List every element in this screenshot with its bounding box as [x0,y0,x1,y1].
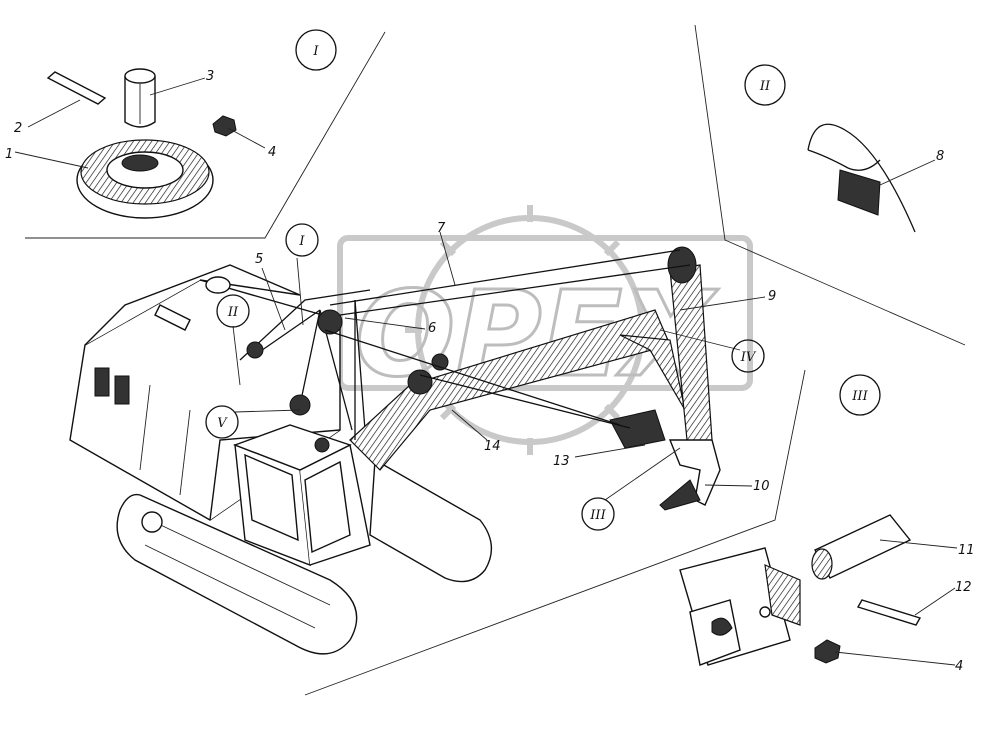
callout-11: 11 [958,543,975,558]
callout-5: 5 [255,252,263,267]
crawler-tracks [116,458,493,655]
roman-marker-iii-main: III [589,508,606,523]
callout-9: 9 [768,289,776,304]
roman-marker-i-main: I [298,234,305,249]
inset-dividers [25,24,966,696]
callout-2: 2 [14,121,22,136]
operator-cab [233,424,371,567]
roller-part-11 [811,514,912,580]
callout-3: 3 [206,69,214,84]
callout-10: 10 [753,479,770,494]
roman-markers: I II III I II IV V III [205,29,881,531]
callout-4-top: 4 [268,145,276,160]
bolt-part-4-top [212,115,237,137]
roman-marker-iv-main: IV [740,350,757,365]
hoist-ropes [324,249,691,440]
inset-iii-parts [679,514,922,666]
roman-marker-v-main: V [217,416,228,431]
plate-bracket [679,547,801,666]
callout-8: 8 [936,149,944,164]
roman-marker-i-inset: I [312,44,319,59]
callout-12: 12 [955,580,972,595]
leader-lines [14,77,958,666]
callout-numbers: 2 1 3 4 5 6 7 8 9 10 11 12 13 14 4 [5,69,975,674]
ripper-tooth [659,439,721,511]
callout-6: 6 [428,321,436,336]
roman-marker-ii-inset: II [759,79,771,94]
pulley-part-1 [76,139,214,219]
inset-ii-parts [807,123,916,233]
vent-grilles [94,367,130,405]
roman-marker-ii-main: II [227,305,239,320]
callout-14: 14 [484,439,501,454]
callout-4-bottom: 4 [955,659,963,674]
callout-1: 1 [5,147,13,162]
sleeve-part-3 [124,68,156,128]
a-frame [239,289,371,453]
pin-part-2 [46,71,107,105]
excavator-main-view [69,246,721,655]
callout-7: 7 [437,221,446,236]
inset-i-parts [46,68,237,219]
callout-13: 13 [553,454,570,469]
bolt-part-4-bottom [814,639,841,664]
pin-part-12 [856,599,922,626]
roman-marker-iii-inset: III [851,389,868,404]
